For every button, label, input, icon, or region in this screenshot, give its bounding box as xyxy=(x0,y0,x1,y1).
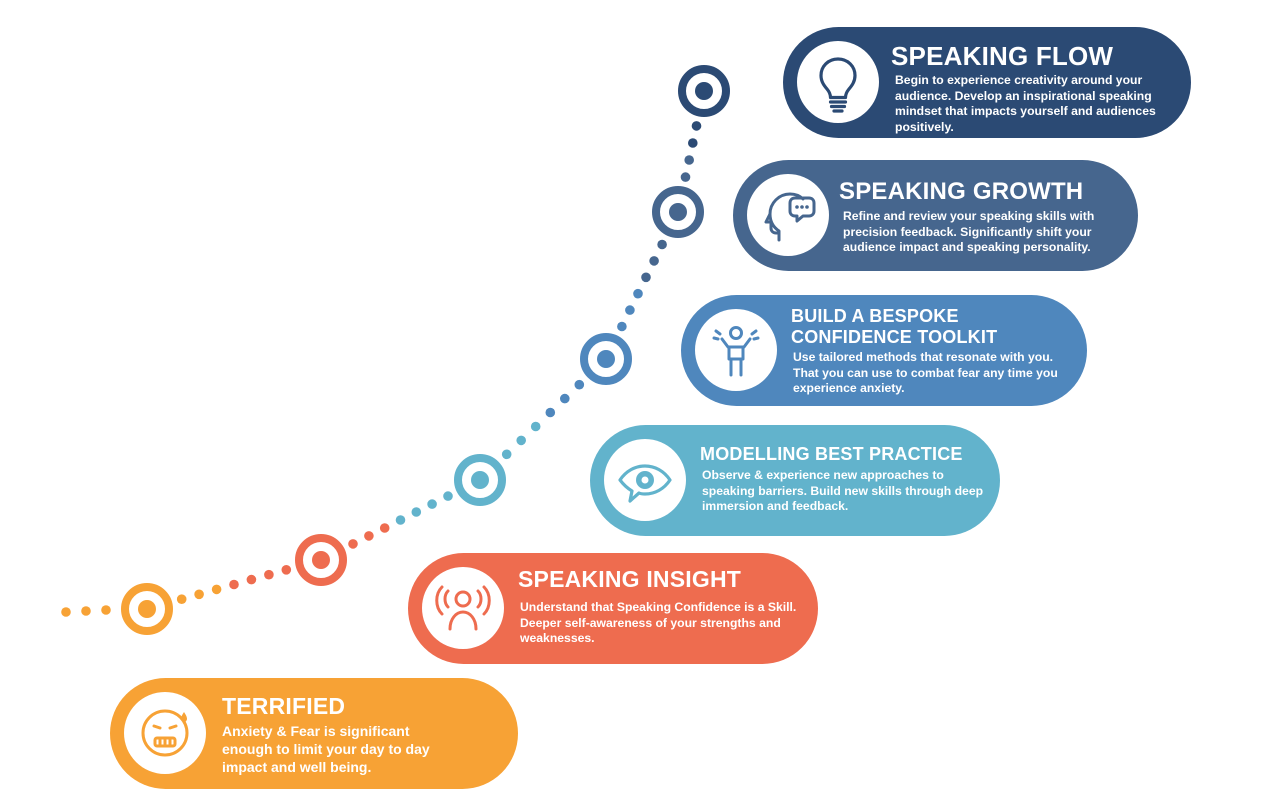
stage-modelling-best-practice: MODELLING BEST PRACTICE Observe & experi… xyxy=(590,425,1000,536)
path-dot xyxy=(530,421,541,432)
stage-confidence-toolkit: BUILD A BESPOKE CONFIDENCE TOOLKIT Use t… xyxy=(681,295,1087,406)
path-dot xyxy=(688,138,698,148)
path-dot xyxy=(625,305,635,315)
path-dot xyxy=(516,435,526,446)
path-dot xyxy=(501,449,512,460)
path-dot xyxy=(680,172,691,182)
lightbulb-icon xyxy=(797,41,879,123)
stage-speaking-insight: SPEAKING INSIGHT Understand that Speakin… xyxy=(408,553,818,664)
milestone-center xyxy=(597,350,615,368)
path-dot xyxy=(211,584,222,595)
stage-description: Begin to experience creativity around yo… xyxy=(895,73,1156,134)
path-dot xyxy=(691,121,702,131)
path-dot xyxy=(281,565,292,575)
path-dot xyxy=(101,605,111,615)
path-dot xyxy=(649,256,659,266)
path-dot xyxy=(176,594,187,604)
stage-description: Observe & experience new approaches to s… xyxy=(702,468,984,514)
stage-description: Anxiety & Fear is significant enough to … xyxy=(222,723,430,775)
stage-title: SPEAKING GROWTH xyxy=(839,178,1084,205)
stage-speaking-flow: SPEAKING FLOW Begin to experience creati… xyxy=(783,27,1191,138)
milestone-center xyxy=(138,600,156,618)
speaking-person-icon xyxy=(422,567,504,649)
confident-person-icon xyxy=(695,309,777,391)
path-dot xyxy=(395,515,406,525)
path-dot xyxy=(684,155,694,165)
milestone-center xyxy=(695,82,713,100)
milestone-center xyxy=(312,551,330,569)
path-dot xyxy=(379,523,390,533)
path-dot xyxy=(411,507,422,517)
path-dot xyxy=(574,379,585,390)
path-dot xyxy=(560,393,570,404)
stage-speaking-growth: SPEAKING GROWTH Refine and review your s… xyxy=(733,160,1138,271)
path-dot xyxy=(348,539,358,549)
path-dot xyxy=(246,574,257,585)
stage-title: SPEAKING INSIGHT xyxy=(518,566,742,592)
path-dot xyxy=(443,491,453,501)
stage-description: Understand that Speaking Confidence is a… xyxy=(520,600,797,646)
milestone-center xyxy=(471,471,489,489)
path-dot xyxy=(617,321,627,332)
stage-description: Use tailored methods that resonate with … xyxy=(793,350,1058,396)
head-speech-bubble-icon xyxy=(747,174,829,256)
path-dot xyxy=(427,499,437,509)
path-dot xyxy=(657,239,667,250)
stage-description: Refine and review your speaking skills w… xyxy=(843,209,1095,255)
path-dot xyxy=(229,579,239,590)
path-dot xyxy=(633,288,643,299)
stage-title: SPEAKING FLOW xyxy=(891,41,1114,71)
path-dot xyxy=(194,589,204,600)
eye-speech-icon xyxy=(604,439,686,521)
stage-title: BUILD A BESPOKE CONFIDENCE TOOLKIT xyxy=(791,306,998,347)
anxious-face-icon xyxy=(124,692,206,774)
path-dot xyxy=(641,272,651,283)
stage-title: MODELLING BEST PRACTICE xyxy=(700,444,963,464)
path-dot xyxy=(364,531,374,541)
stage-terrified: TERRIFIED Anxiety & Fear is significant … xyxy=(110,678,518,789)
path-dot xyxy=(61,607,71,617)
path-dot xyxy=(264,569,274,580)
stage-title: TERRIFIED xyxy=(222,693,346,719)
path-dot xyxy=(81,606,91,616)
path-dot xyxy=(545,407,556,418)
milestone-center xyxy=(669,203,687,221)
